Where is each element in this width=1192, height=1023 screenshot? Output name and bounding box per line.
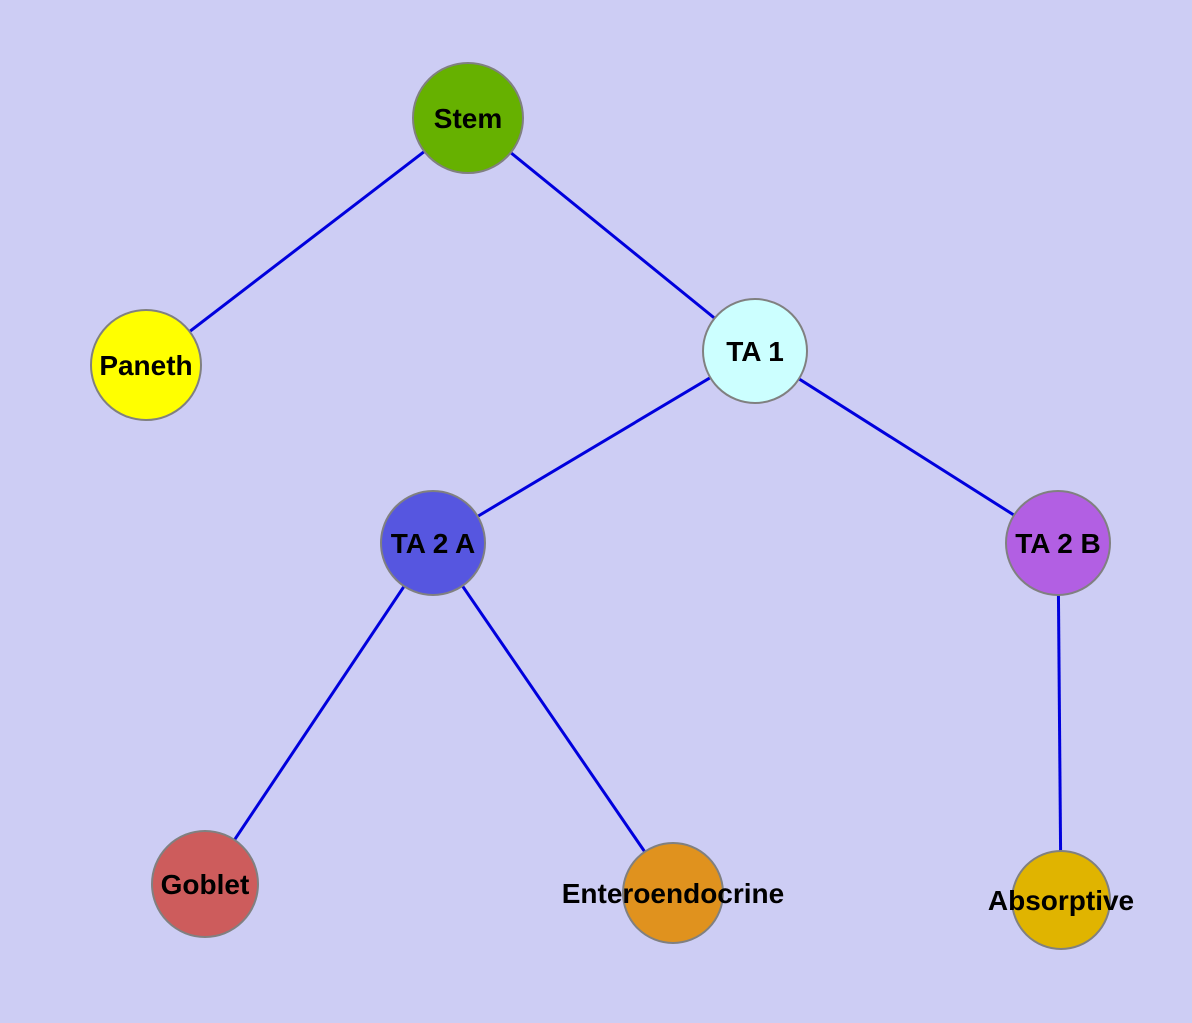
node-goblet <box>151 830 259 938</box>
node-label-ta1: TA 1 <box>726 336 784 367</box>
node-absorptive <box>1011 850 1111 950</box>
node-label-goblet: Goblet <box>161 869 250 900</box>
edge-ta2a-enteroendocrine <box>431 542 675 894</box>
node-label-stem: Stem <box>434 103 502 134</box>
node-label-paneth: Paneth <box>99 350 192 381</box>
edge-ta2b-absorptive <box>1056 542 1063 901</box>
edge-ta1-ta2b <box>754 349 1059 545</box>
node-label-absorptive: Absorptive <box>988 885 1134 916</box>
node-ta1 <box>702 298 808 404</box>
node-enteroendocrine <box>622 842 724 944</box>
edge-ta1-ta2a <box>432 349 756 545</box>
node-label-ta2a: TA 2 A <box>391 528 476 559</box>
edge-ta2a-goblet <box>203 542 435 885</box>
edge-stem-paneth <box>145 116 469 367</box>
node-paneth <box>90 309 202 421</box>
node-ta2a <box>380 490 486 596</box>
node-ta2b <box>1005 490 1111 596</box>
node-label-enteroendocrine: Enteroendocrine <box>562 878 784 909</box>
edge-stem-ta1 <box>467 116 756 353</box>
node-label-ta2b: TA 2 B <box>1015 528 1101 559</box>
node-stem <box>412 62 524 174</box>
